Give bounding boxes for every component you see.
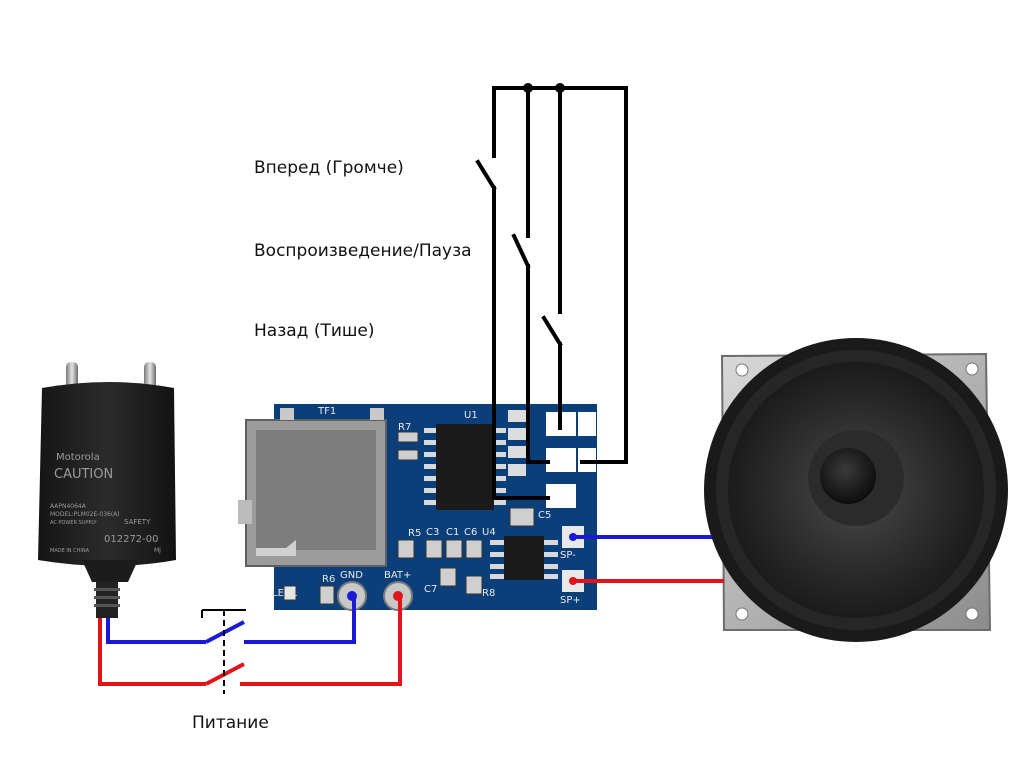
label-u1: U1	[464, 410, 478, 421]
label-c3: C3	[426, 527, 439, 538]
control-pads	[508, 410, 596, 508]
label-r6: R6	[322, 574, 335, 585]
adapter-made: MADE IN CHINA	[50, 548, 90, 554]
adapter-model3: AC POWER SUPPLY	[50, 520, 98, 526]
label-c5: C5	[538, 510, 551, 521]
label-forward: Вперед (Громче)	[254, 158, 404, 178]
label-bat: BAT+	[384, 570, 411, 581]
chip-u1	[424, 424, 506, 510]
adapter-model1: AAPN4064A	[50, 503, 87, 510]
label-u4: U4	[482, 527, 496, 538]
label-sp-plus: SP+	[560, 595, 581, 606]
speaker-wiring	[574, 535, 724, 583]
mp3-module-board: TF1 U1 R7 R5 C3 C1 C6 U4 C5 C7 R8 R6 LED…	[238, 404, 597, 611]
label-gnd: GND	[340, 570, 363, 581]
label-sp-minus: SP-	[560, 550, 576, 561]
adapter-serial: 012272-00	[104, 534, 159, 545]
adapter-caution: CAUTION	[54, 467, 113, 482]
speaker	[704, 338, 1008, 642]
adapter-brand: Motorola	[56, 452, 100, 463]
label-c7: C7	[424, 584, 437, 595]
label-tf1: TF1	[317, 406, 336, 417]
label-c6: C6	[464, 527, 477, 538]
label-r8: R8	[482, 588, 495, 599]
label-back: Назад (Тише)	[254, 321, 375, 341]
junction-dot	[523, 83, 533, 93]
smd-components	[283, 431, 535, 605]
label-c1: C1	[446, 527, 459, 538]
junction-dot	[555, 83, 565, 93]
label-r5: R5	[408, 528, 421, 539]
label-r7: R7	[398, 422, 411, 433]
label-led1: LED1	[272, 588, 298, 599]
tf-card-slot	[238, 408, 387, 567]
power-switch	[201, 609, 246, 694]
label-power: Питание	[192, 713, 269, 733]
adapter-model2: MODEL:PLM02E-036(A)	[50, 511, 120, 518]
label-play-pause: Воспроизведение/Пауза	[254, 241, 472, 261]
chip-u4	[490, 536, 558, 580]
adapter-safety: SAFETY	[124, 518, 151, 526]
power-adapter: Motorola CAUTION AAPN4064A MODEL:PLM02E-…	[38, 362, 176, 618]
power-wiring	[98, 596, 402, 686]
adapter-mj: MJ	[154, 547, 161, 554]
